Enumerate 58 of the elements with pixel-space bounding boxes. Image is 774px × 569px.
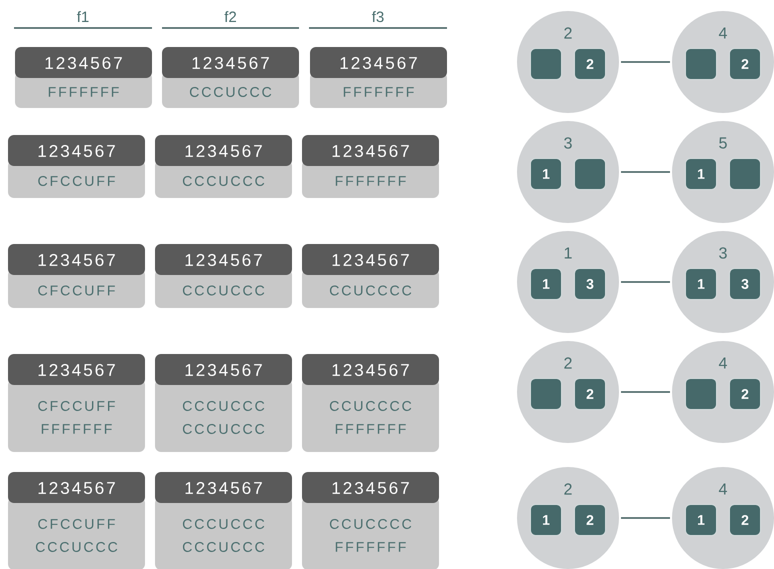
slot-square bbox=[729, 158, 761, 190]
sequence-card: 1234567 CFCCUFF bbox=[8, 135, 145, 198]
slot-square: 1 bbox=[685, 268, 717, 300]
connector-line bbox=[621, 171, 670, 173]
slot-square: 2 bbox=[574, 378, 606, 410]
slot-square: 1 bbox=[530, 504, 562, 536]
slot-square: 3 bbox=[574, 268, 606, 300]
node-label: 1234567 bbox=[332, 254, 409, 266]
node-label: 1234567 bbox=[46, 56, 122, 70]
sequence-card: 1234567 CCCUCCC bbox=[162, 47, 299, 108]
node-label: 1234567 bbox=[186, 144, 262, 158]
node-label: 1234567 bbox=[38, 254, 115, 266]
slot-square bbox=[530, 378, 562, 410]
slot-square: 2 bbox=[574, 504, 606, 536]
sequence-card: 1234567 FFFFFFF bbox=[302, 135, 439, 198]
slot-square: 2 bbox=[729, 504, 761, 536]
slot-square: 2 bbox=[729, 48, 761, 80]
node-label: 1234567 bbox=[186, 482, 262, 494]
connector-line bbox=[621, 517, 670, 519]
slot-square: 1 bbox=[685, 158, 717, 190]
sequence-card: 1234567 CCCUCCC bbox=[155, 244, 292, 308]
sequence-card: 1234567 CCCUCCC CCCUCCC bbox=[155, 472, 292, 569]
connector-line bbox=[621, 61, 670, 63]
sequence-card: 1234567 CCCUCCC bbox=[155, 135, 292, 198]
connector-line bbox=[621, 391, 670, 393]
node-label: 1234567 bbox=[192, 56, 269, 70]
slot-square: 1 bbox=[685, 504, 717, 536]
slot-square bbox=[530, 48, 562, 80]
node-label: 1234567 bbox=[38, 482, 115, 494]
sequence-card: 1234567 CFCCUFF bbox=[8, 244, 145, 308]
slot-square: 1 bbox=[530, 158, 562, 190]
slot-square: 2 bbox=[729, 378, 761, 410]
sequence-card: 1234567 CCUCCCC bbox=[302, 244, 439, 308]
node-label: 1234567 bbox=[340, 56, 417, 70]
slot-square bbox=[685, 48, 717, 80]
sequence-card: 1234567 CFCCUFF CCCUCCC bbox=[8, 472, 145, 569]
slot-square: 1 bbox=[530, 268, 562, 300]
slot-square bbox=[574, 158, 606, 190]
node-label: 1234567 bbox=[38, 364, 115, 376]
node-label: 1234567 bbox=[332, 144, 409, 158]
slot-square bbox=[685, 378, 717, 410]
sequence-card: 1234567 CFCCUFF FFFFFFF bbox=[8, 354, 145, 452]
slot-square: 2 bbox=[574, 48, 606, 80]
column-header: f1 bbox=[14, 11, 152, 29]
slot-square: 3 bbox=[729, 268, 761, 300]
sequence-card: 1234567 FFFFFFF bbox=[310, 47, 447, 108]
node-label: 1234567 bbox=[186, 364, 262, 376]
node-label: 1234567 bbox=[332, 364, 409, 376]
node-label: 1234567 bbox=[332, 482, 409, 494]
sequence-card: 1234567 CCCUCCC CCCUCCC bbox=[155, 354, 292, 452]
connector-line bbox=[621, 281, 670, 283]
sequence-card: 1234567 FFFFFFF bbox=[15, 47, 152, 108]
column-header: f3 bbox=[309, 11, 447, 29]
sequence-card: 1234567 CCUCCCC FFFFFFF bbox=[302, 354, 439, 452]
node-label: 1234567 bbox=[38, 144, 115, 158]
column-header: f2 bbox=[162, 11, 299, 29]
node-label: 1234567 bbox=[186, 254, 262, 266]
sequence-card: 1234567 CCUCCCC FFFFFFF bbox=[302, 472, 439, 569]
